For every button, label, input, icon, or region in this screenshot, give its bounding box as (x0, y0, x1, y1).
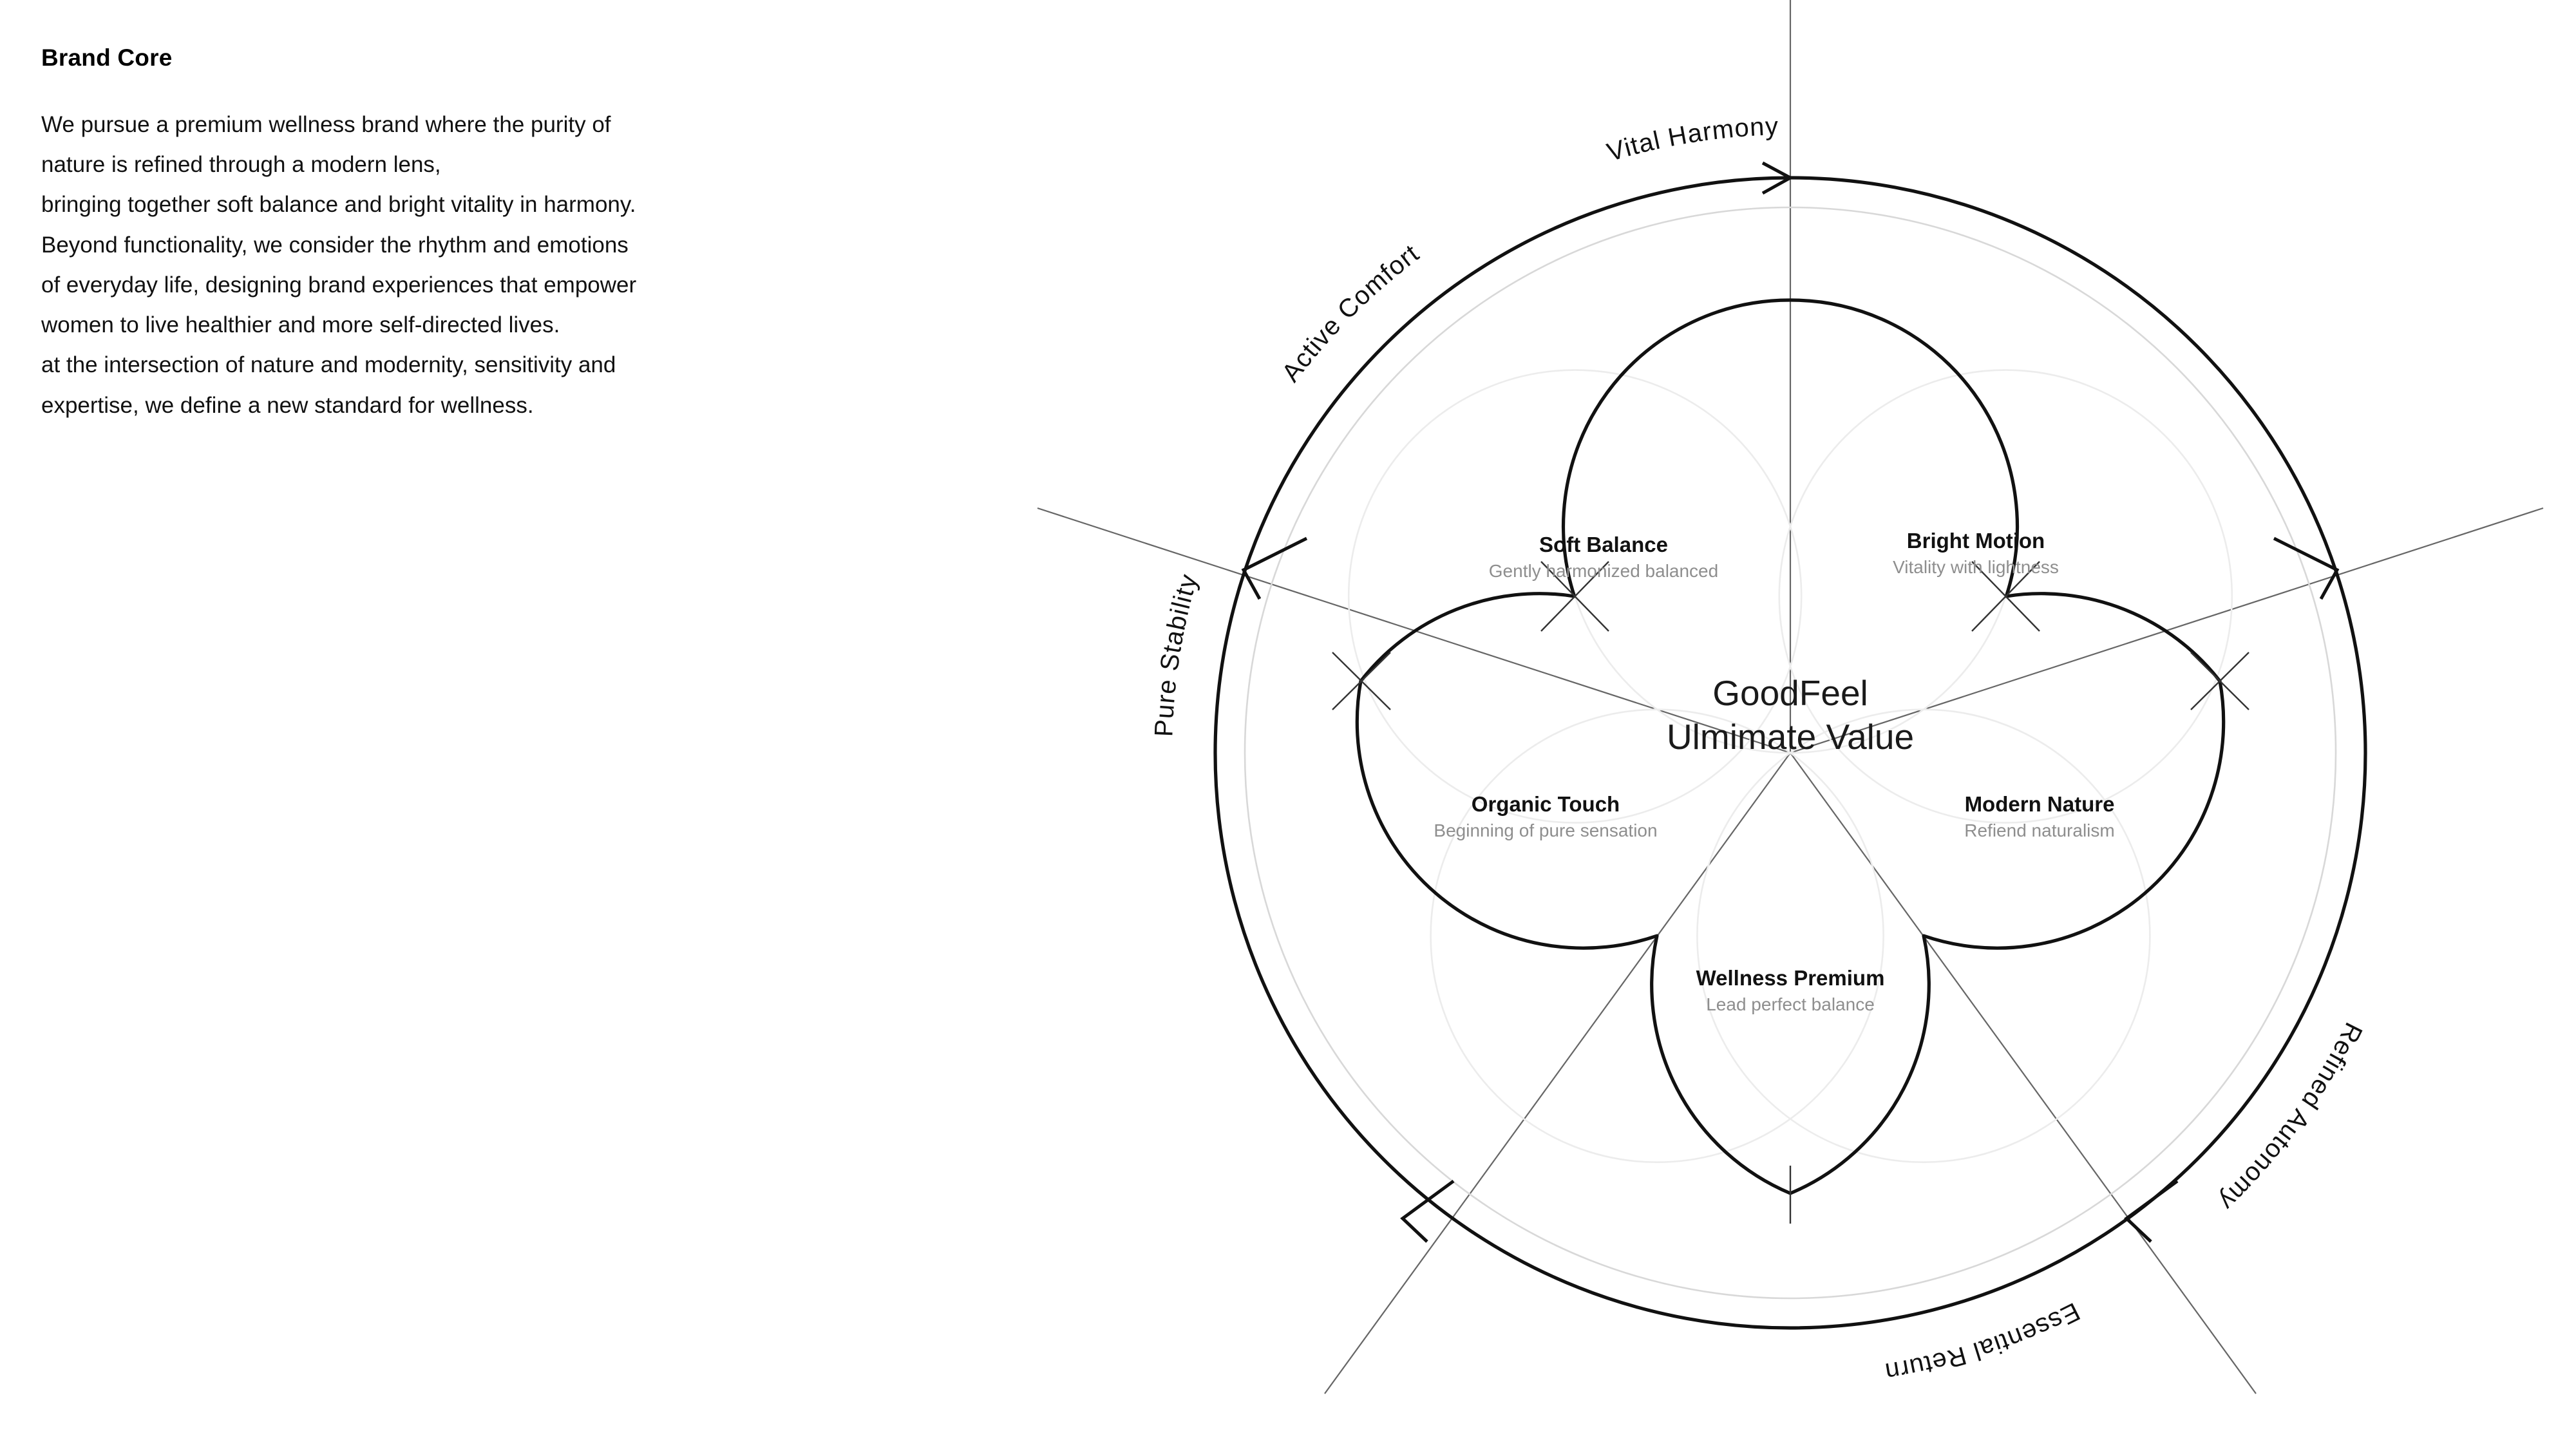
node-subtitle-modern-nature: Refiend naturalism (1964, 820, 2114, 840)
cusp-tick-3b (1540, 561, 1609, 632)
petal-outline (1355, 298, 2226, 1195)
axis-spokes (1037, 0, 2544, 1394)
node-subtitle-bright-motion: Vitality with lightness (1893, 557, 2059, 577)
outer-ring (1213, 176, 2367, 1330)
arrowhead-pure-stability (1241, 536, 1308, 600)
axis-label-active-comfort: Active Comfort (1276, 239, 1425, 387)
brand-core-panel: Brand Core We pursue a premium wellness … (41, 44, 833, 426)
cusp-tick-3 (1540, 561, 1609, 632)
node-organic-touch: Organic Touch Beginning of pure sensatio… (1434, 792, 1657, 840)
arrowhead-active-comfort (1761, 161, 1794, 195)
ring-arrowheads (1241, 161, 2340, 1243)
spoke-vital-harmony (1790, 507, 2544, 754)
axis-label-refined-autonomy: Refined Autonomy (2213, 1018, 2368, 1217)
petal-cusp-ticks (1332, 561, 2249, 1224)
cusp-tick-4b (1971, 561, 2040, 632)
node-bright-motion: Bright Motion Vitality with lightness (1893, 529, 2059, 577)
node-title-bright-motion: Bright Motion (1907, 529, 2045, 553)
inner-gray-ring (1244, 206, 2337, 1300)
petal-circle-1 (1563, 299, 2018, 754)
petal-construction-circles (1347, 299, 2233, 1163)
arrowhead-refined-autonomy (2124, 1179, 2179, 1243)
cusp-tick-2 (1332, 652, 1391, 710)
axis-label-essential-return: Essential Return (1882, 1297, 2084, 1387)
spoke-pure-stability (1037, 507, 1791, 754)
node-wellness-premium: Wellness Premium Lead perfect balance (1696, 966, 1885, 1014)
petal-circle-2 (1778, 369, 2233, 824)
node-modern-nature: Modern Nature Refiend naturalism (1964, 792, 2114, 840)
spoke-refined-autonomy (1790, 752, 2257, 1394)
node-title-modern-nature: Modern Nature (1965, 792, 2115, 816)
center-brand-name: GoodFeel (1712, 673, 1868, 713)
axis-label-vital-harmony: Vital Harmony (1604, 112, 1779, 167)
petal-outline-group (1355, 298, 2226, 1195)
node-title-wellness-premium: Wellness Premium (1696, 966, 1885, 990)
node-subtitle-wellness-premium: Lead perfect balance (1706, 994, 1875, 1014)
axis-label-pure-stability: Pure Stability (1150, 571, 1203, 737)
cusp-tick-2b (1332, 652, 1391, 710)
petal-circle-4 (1430, 708, 1884, 1163)
node-title-organic-touch: Organic Touch (1472, 792, 1620, 816)
node-title-soft-balance: Soft Balance (1539, 533, 1668, 556)
cusp-tick-4 (1971, 561, 2040, 632)
node-subtitle-organic-touch: Beginning of pure sensation (1434, 820, 1657, 840)
arrowhead-vital-harmony (2273, 536, 2340, 600)
node-soft-balance: Soft Balance Gently harmonized balanced (1489, 533, 1718, 581)
page-title: Brand Core (41, 44, 173, 71)
node-labels: Soft Balance Gently harmonized balanced … (1434, 529, 2114, 1014)
node-subtitle-soft-balance: Gently harmonized balanced (1489, 561, 1718, 581)
petal-circle-5 (1347, 369, 1803, 824)
center-brand-text: GoodFeel Ulmimate Value (1667, 673, 1914, 757)
cusp-tick-1b (2190, 652, 2249, 710)
axis-labels: Active Comfort Vital Harmony Pure Stabil… (1150, 112, 2367, 1387)
cusp-tick-1 (2190, 652, 2249, 710)
arrowhead-essential-return (1400, 1179, 1455, 1243)
brand-core-description: We pursue a premium wellness brand where… (41, 111, 637, 418)
petal-circle-3 (1696, 708, 2151, 1163)
spoke-essential-return (1324, 752, 1791, 1394)
center-brand-tagline: Ulmimate Value (1667, 717, 1914, 757)
